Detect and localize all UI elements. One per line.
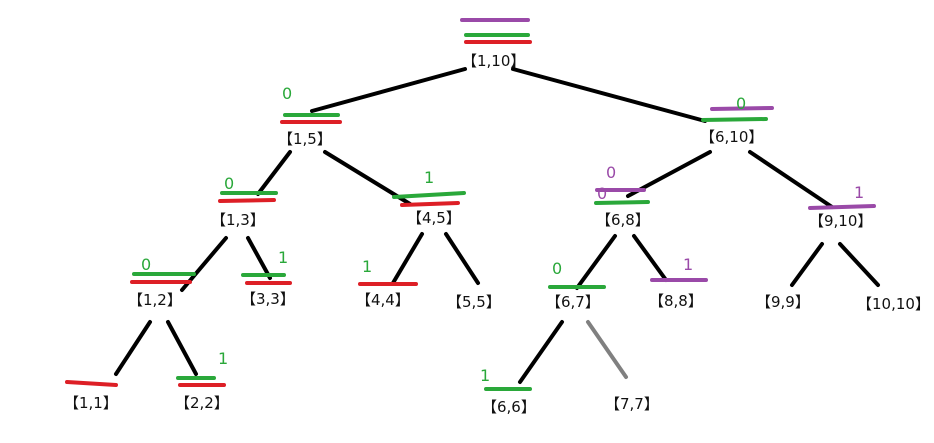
node-6_10: 【6,10】: [700, 128, 763, 146]
node-8_8: 【8,8】: [649, 292, 703, 310]
edge-6_7-7_7: [586, 320, 628, 379]
bar-red-4_5: [400, 201, 460, 207]
mark-value-6_10: 0: [736, 94, 746, 113]
node-1_3: 【1,3】: [211, 211, 265, 229]
mark-value-6_7: 0: [552, 259, 562, 278]
mark-value-4_5: 1: [424, 168, 434, 187]
bar-green-6_8: [594, 200, 650, 205]
mark-value-9_10: 1: [854, 183, 864, 202]
mark-value-6_6: 1: [480, 366, 490, 385]
mark-value-1_2: 0: [141, 255, 151, 274]
node-1_2: 【1,2】: [128, 291, 182, 309]
node-7_7: 【7,7】: [605, 395, 659, 413]
node-6_7: 【6,7】: [546, 293, 600, 311]
bar-red-1_3: [218, 198, 276, 203]
node-1_5: 【1,5】: [278, 130, 332, 148]
edge-1_5-1_3: [256, 150, 292, 196]
mark-value-6_8-bottom: 0: [597, 184, 607, 203]
tree-edges: [114, 67, 880, 384]
edge-6_10-9_10: [748, 150, 834, 209]
node-labels: 【1,10】 【1,5】 【6,10】 【1,3】 【4,5】 【6,8】 【9…: [64, 52, 930, 416]
node-9_10: 【9,10】: [809, 212, 872, 230]
bar-purple-6_10: [710, 106, 774, 111]
edge-1_2-1_1: [114, 320, 152, 376]
mark-bars: [65, 18, 876, 391]
mark-value-6_8-top: 0: [606, 163, 616, 182]
edge-4_5-4_4: [391, 232, 424, 285]
node-2_2: 【2,2】: [175, 394, 229, 412]
edge-9_10-10_10: [838, 242, 880, 287]
mark-value-8_8: 1: [683, 255, 693, 274]
mark-value-1_3: 0: [224, 174, 234, 193]
edge-1_3-3_3: [246, 236, 272, 280]
node-4_4: 【4,4】: [356, 291, 410, 309]
edge-6_8-6_7: [575, 234, 617, 290]
node-10_10: 【10,10】: [857, 295, 930, 313]
node-3_3: 【3,3】: [241, 290, 295, 308]
mark-value-4_4: 1: [362, 257, 372, 276]
node-1_10: 【1,10】: [462, 52, 525, 70]
bar-green-4_5: [392, 191, 466, 199]
node-6_8: 【6,8】: [596, 211, 650, 229]
edge-1_10-6_10: [511, 67, 707, 123]
node-9_9: 【9,9】: [756, 293, 810, 311]
node-5_5: 【5,5】: [447, 293, 501, 311]
bar-green-6_10: [701, 117, 768, 122]
bar-red-1_1: [65, 380, 118, 387]
edge-4_5-5_5: [444, 232, 480, 285]
edge-6_8-8_8: [632, 234, 668, 282]
edge-1_2-2_2: [166, 320, 198, 376]
mark-value-3_3: 1: [278, 248, 288, 267]
node-6_6: 【6,6】: [482, 398, 536, 416]
bar-purple-9_10: [808, 204, 876, 210]
mark-value-1_5: 0: [282, 84, 292, 103]
mark-value-labels: 0 0 0 1 0 0 1 0 1 1 0 1 1 1: [141, 84, 864, 385]
edge-6_7-6_6: [518, 320, 564, 384]
node-1_1: 【1,1】: [64, 394, 118, 412]
edge-9_10-9_9: [790, 242, 824, 287]
mark-value-2_2: 1: [218, 349, 228, 368]
node-4_5: 【4,5】: [407, 209, 461, 227]
edge-1_10-1_5: [310, 67, 467, 113]
